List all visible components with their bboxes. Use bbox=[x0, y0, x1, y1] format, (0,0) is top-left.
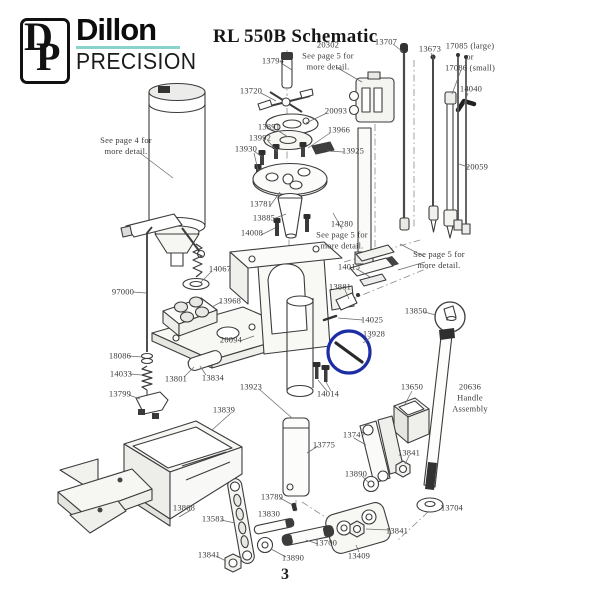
leader-lines bbox=[128, 43, 469, 562]
highlight-circle-13928[interactable] bbox=[326, 329, 372, 375]
pin-13928 bbox=[334, 341, 364, 364]
logo-underline bbox=[76, 46, 180, 49]
primer-column-group bbox=[252, 52, 335, 239]
bin-group bbox=[57, 350, 243, 534]
logo-sub-brand-text: PRECISION bbox=[76, 48, 197, 74]
monogram-letter-d: D bbox=[24, 14, 53, 59]
handle-group bbox=[393, 301, 466, 513]
ram-group bbox=[282, 417, 310, 497]
highlight-group[interactable] bbox=[326, 329, 372, 375]
dillon-logo: D P Dillon PRECISION bbox=[20, 14, 196, 88]
dp-monogram: D P bbox=[20, 14, 70, 84]
page-title: RL 550B Schematic bbox=[213, 26, 378, 47]
frame-group bbox=[229, 241, 355, 398]
primer-slide-group bbox=[292, 244, 399, 426]
page-number: 3 bbox=[281, 566, 289, 583]
logo-brand-text: Dillon bbox=[76, 12, 157, 47]
powder-measure-group bbox=[120, 82, 210, 291]
monogram-letter-p: P bbox=[36, 34, 61, 79]
primer-feed-group bbox=[348, 43, 477, 265]
crank-group bbox=[224, 415, 411, 573]
